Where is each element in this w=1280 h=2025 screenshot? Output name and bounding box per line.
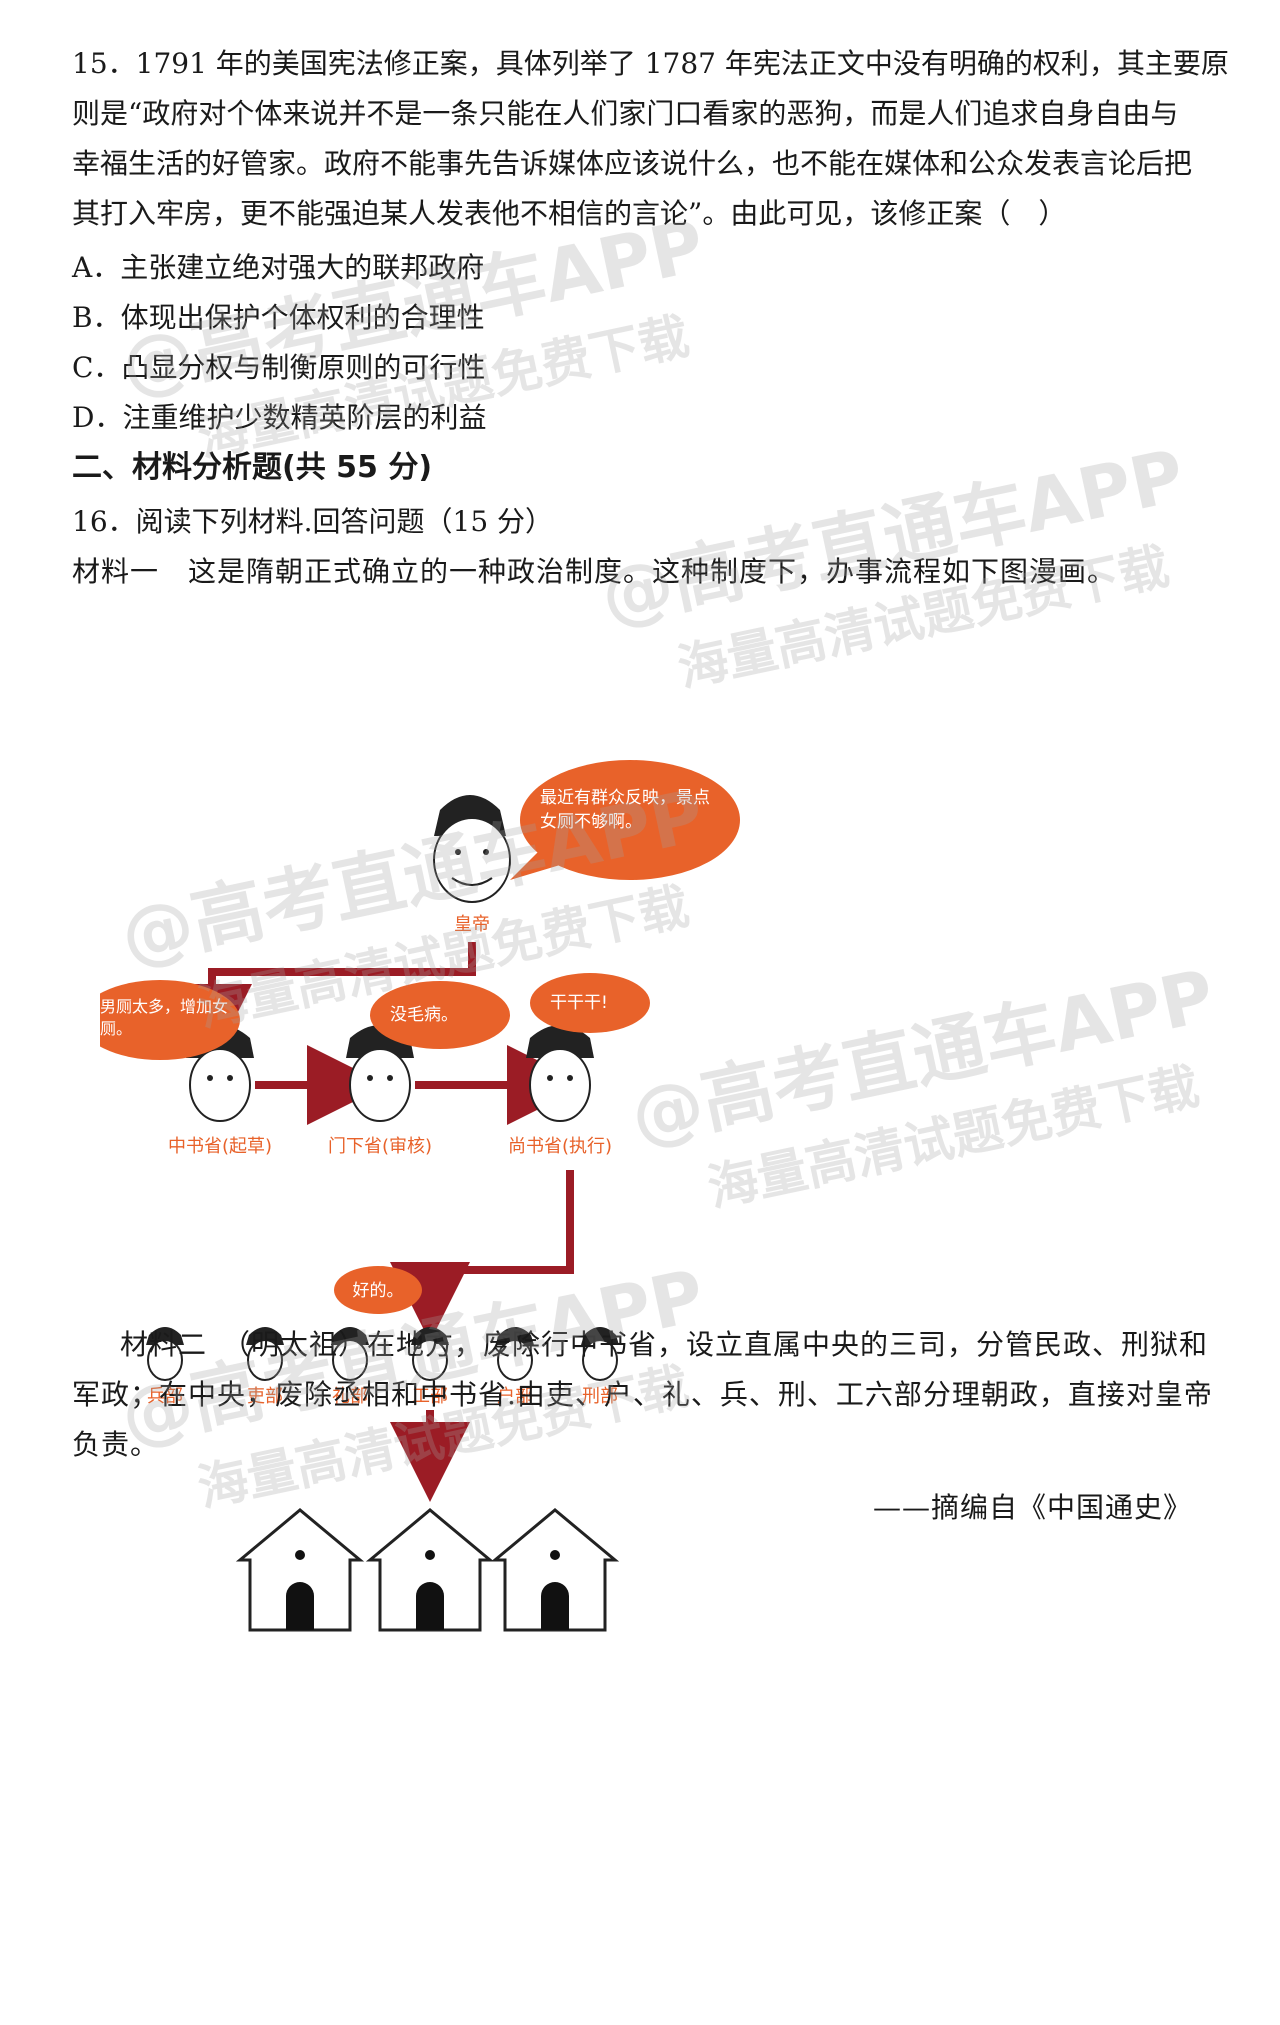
q16-material-2-line-1: 材料二 （明太祖）在地方，废除行中书省，设立直属中央的三司，分管民政、刑狱和 [120, 1328, 1209, 1361]
q16-source: ——摘编自《中国通史》 [872, 1491, 1192, 1524]
zhongshu-speech-bubble: 男厕太多，增加女厕。 [100, 980, 240, 1060]
ministry-label: 礼部 [332, 1386, 368, 1407]
six-ministries: 兵部 吏部 礼部 工部 户部 刑部 [146, 1327, 619, 1407]
ministry-label: 刑部 [582, 1386, 618, 1407]
ministry-figure [411, 1327, 449, 1381]
q16-material-2-line-2: 军政；在中央，废除丞相和中书省.由吏、户、礼、兵、刑、工六部分理朝政，直接对皇帝 [72, 1378, 1213, 1411]
q15-stem-line-4: 其打入牢房，更不能强迫某人发表他不相信的言论”。由此可见，该修正案（ ） [72, 197, 1067, 230]
q15-option-b: B．体现出保护个体权利的合理性 [72, 301, 485, 334]
ministry-label: 吏部 [247, 1386, 283, 1407]
section-heading: 二、材料分析题(共 55 分) [72, 450, 433, 485]
q15-stem-line-3: 幸福生活的好管家。政府不能事先告诉媒体应该说什么，也不能在媒体和公众发表言论后把 [72, 147, 1193, 180]
watermark-sub: 海量高清试题免费下载 [672, 537, 1174, 698]
q16-material-1: 材料一 这是隋朝正式确立的一种政治制度。这种制度下，办事流程如下图漫画。 [72, 555, 1117, 588]
ministry-figure [496, 1327, 534, 1381]
ministry-label: 兵部 [147, 1386, 183, 1407]
shangshu-official [526, 1025, 594, 1122]
q16-title: 16．阅读下列材料.回答问题（15 分） [72, 505, 554, 538]
ministry-figure [246, 1327, 284, 1381]
emperor-speech-bubble: 最近有群众反映，景点女厕不够啊。 [510, 760, 740, 880]
gongbu-bubble-text: 好的。 [353, 1281, 404, 1301]
q15-stem-line-1: 15．1791 年的美国宪法修正案，具体列举了 1787 年宪法正文中没有明确的… [72, 47, 1229, 80]
female-toilet-icon [425, 1550, 435, 1560]
menxia-label: 门下省(审核) [328, 1136, 432, 1157]
ministry-label: 工部 [412, 1386, 448, 1407]
ministry-figure [146, 1327, 184, 1381]
shangshu-label: 尚书省(执行) [508, 1136, 612, 1157]
q15-option-a: A．主张建立绝对强大的联邦政府 [72, 251, 485, 284]
shangshu-speech-bubble: 干干干! [530, 973, 650, 1033]
toilet-house [235, 1508, 365, 1632]
emperor-figure [433, 795, 511, 903]
ministry-label: 户部 [497, 1386, 533, 1407]
menxia-bubble-text: 没毛病。 [390, 1005, 458, 1025]
menxia-speech-bubble: 没毛病。 [370, 981, 510, 1049]
zhongshu-label: 中书省(起草) [168, 1136, 272, 1157]
zhongshu-bubble-text: 男厕太多，增加女厕。 [100, 997, 229, 1038]
toilet-house [365, 1508, 495, 1632]
shangshu-bubble-text: 干干干! [550, 993, 608, 1013]
q15-option-c: C．凸显分权与制衡原则的可行性 [72, 351, 486, 384]
toilet-house [490, 1508, 620, 1632]
three-departments-cartoon: 最近有群众反映，景点女厕不够啊。 皇帝 男厕太多，增加女厕。 中书省(起草) 没… [100, 760, 740, 1632]
toilet-houses [235, 1508, 620, 1632]
ministry-figure [581, 1327, 619, 1381]
q15-stem-line-2: 则是“政府对个体来说并不是一条只能在人们家门口看家的恶狗，而是人们追求自身自由与 [72, 97, 1179, 130]
gongbu-speech-bubble: 好的。 [334, 1266, 422, 1314]
emperor-bubble-text: 最近有群众反映，景点女厕不够啊。 [540, 788, 710, 832]
female-toilet-icon [550, 1550, 560, 1560]
ministry-figure [331, 1327, 369, 1381]
q15-option-d: D．注重维护少数精英阶层的利益 [72, 401, 487, 434]
q16-material-2-line-3: 负责。 [72, 1428, 160, 1461]
female-toilet-icon [295, 1550, 305, 1560]
arrow-shangshu-to-gongbu [390, 1170, 574, 1342]
emperor-label: 皇帝 [454, 914, 490, 935]
menxia-official [346, 1025, 414, 1122]
